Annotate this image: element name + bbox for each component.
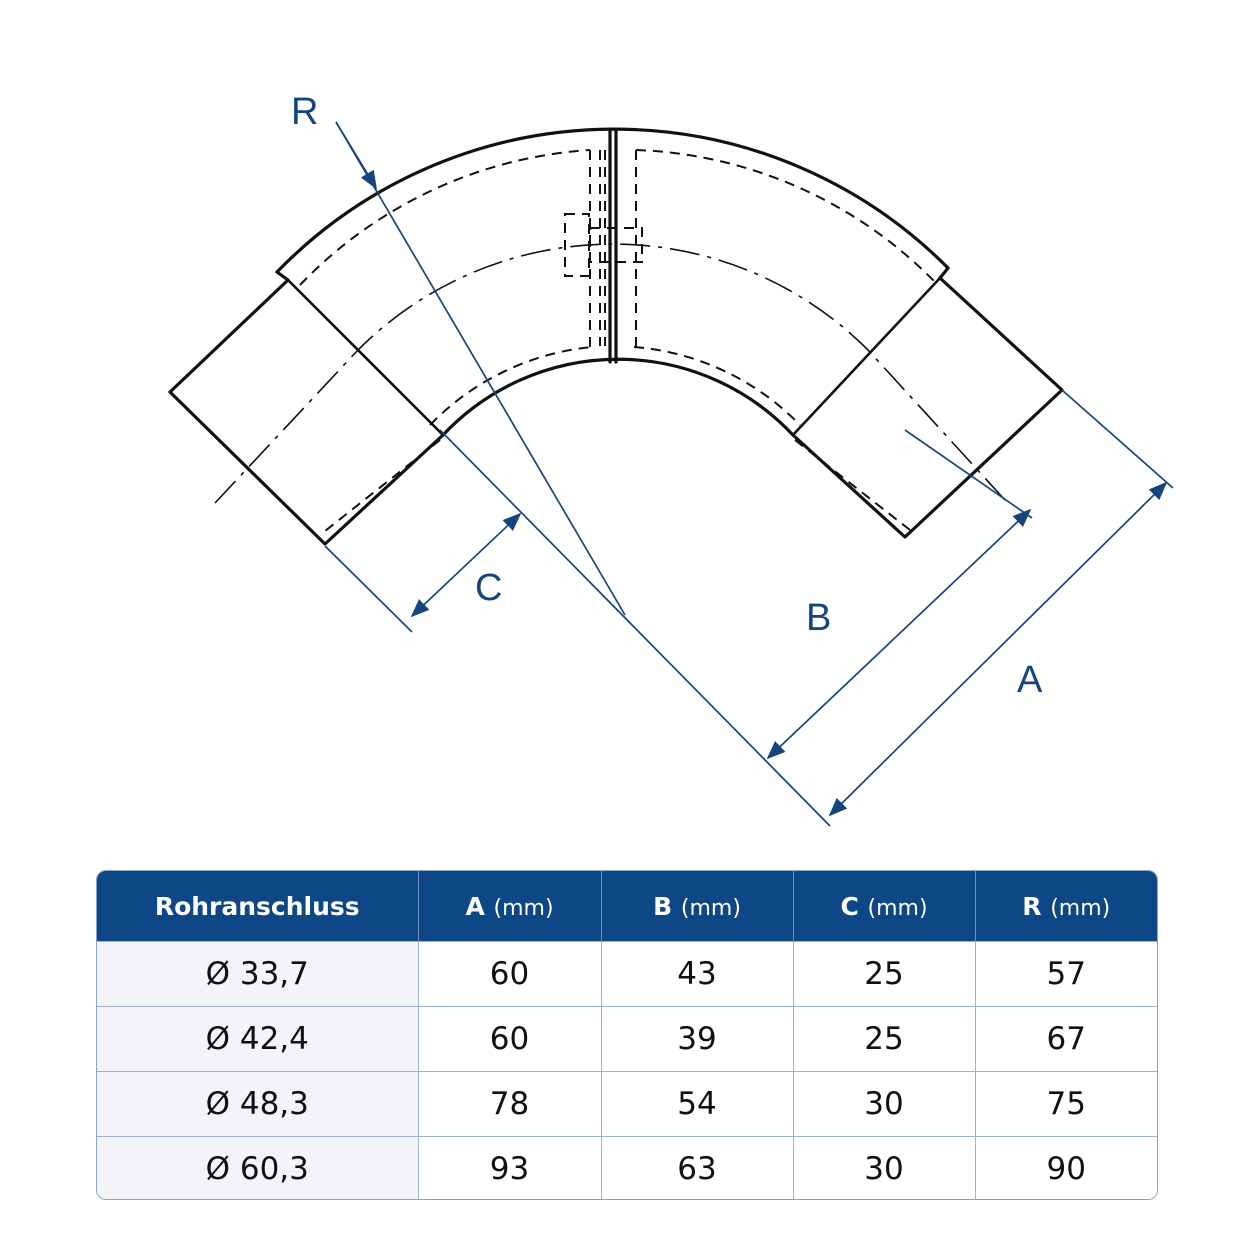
cell-a: 78 <box>417 1071 601 1137</box>
cell-b: 39 <box>600 1006 793 1072</box>
cell-rohranschluss: Ø 42,4 <box>97 1006 418 1072</box>
cell-c: 30 <box>792 1136 975 1199</box>
cell-a: 60 <box>417 941 601 1007</box>
header-unit: (mm) <box>493 895 554 921</box>
cell-a: 60 <box>417 1006 601 1072</box>
header-r: R (mm) <box>974 871 1157 942</box>
header-unit: (mm) <box>867 895 928 921</box>
cell-r: 57 <box>974 941 1157 1007</box>
a-label: A <box>1017 659 1043 701</box>
cell-c: 25 <box>792 1006 975 1072</box>
header-b: B (mm) <box>600 871 793 942</box>
r-arrow <box>335 121 377 190</box>
header-label: C <box>840 891 859 921</box>
header-label: A <box>465 891 485 921</box>
r-label: R <box>291 91 318 133</box>
b-label: B <box>806 597 831 639</box>
dimensions-table: Rohranschluss A (mm) B (mm) C (mm) R (mm… <box>96 870 1158 1200</box>
c-label: C <box>475 567 502 609</box>
cell-r: 90 <box>974 1136 1157 1199</box>
cell-b: 43 <box>600 941 793 1007</box>
table-header-row: Rohranschluss A (mm) B (mm) C (mm) R (mm… <box>97 871 1157 942</box>
header-c: C (mm) <box>792 871 975 942</box>
cell-c: 25 <box>792 941 975 1007</box>
cell-b: 54 <box>600 1071 793 1137</box>
header-label: Rohranschluss <box>154 891 360 921</box>
header-rohranschluss: Rohranschluss <box>97 871 418 942</box>
cell-rohranschluss: Ø 48,3 <box>97 1071 418 1137</box>
table-row: Ø 33,7 60 43 25 57 <box>97 941 1157 1007</box>
cell-rohranschluss: Ø 60,3 <box>97 1136 418 1199</box>
dimension-lines <box>324 121 1174 827</box>
table-row: Ø 60,3 93 63 30 90 <box>97 1136 1157 1199</box>
table-row: Ø 48,3 78 54 30 75 <box>97 1071 1157 1137</box>
cell-a: 93 <box>417 1136 601 1199</box>
cell-r: 75 <box>974 1071 1157 1137</box>
a-dimension <box>828 481 1168 817</box>
cell-b: 63 <box>600 1136 793 1199</box>
header-unit: (mm) <box>680 895 741 921</box>
pipe-elbow-drawing: R C B A <box>168 91 1174 827</box>
header-label: R <box>1022 891 1042 921</box>
dimensions-table-grid: Rohranschluss A (mm) B (mm) C (mm) R (mm… <box>97 871 1157 1199</box>
centre-line <box>214 243 1006 504</box>
header-unit: (mm) <box>1050 895 1111 921</box>
header-label: B <box>653 891 673 921</box>
elbow-outline <box>168 127 1064 546</box>
cell-rohranschluss: Ø 33,7 <box>97 941 418 1007</box>
cell-c: 30 <box>792 1071 975 1137</box>
header-a: A (mm) <box>417 871 601 942</box>
table-row: Ø 42,4 60 39 25 67 <box>97 1006 1157 1072</box>
c-dimension <box>410 512 522 618</box>
cell-r: 67 <box>974 1006 1157 1072</box>
socket-edges <box>287 277 941 436</box>
